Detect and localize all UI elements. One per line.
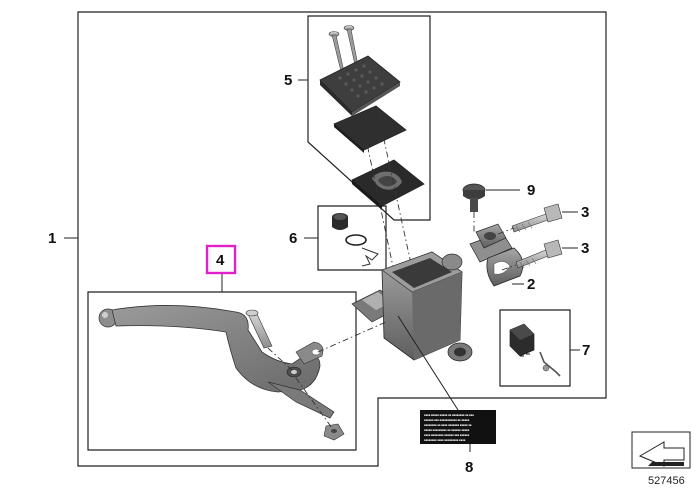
assembly-line-lever-1 [267,347,295,373]
lever-pivot-nut [323,423,345,441]
part-bolt-lower [515,239,563,269]
callout-7: 7 [582,342,590,359]
part-pad-set [319,25,425,210]
callout-5: 5 [284,72,292,89]
svg-text:■■■■ ■■■■■ ■■■■■ ■■ ■■■■■■■■ ■: ■■■■ ■■■■■ ■■■■■ ■■ ■■■■■■■■ ■■ ■■■ [424,414,474,417]
frame-cap-set [317,205,387,271]
reservoir-cover [319,55,401,116]
frame-pad-set [307,15,431,221]
svg-text:■■■■■ ■■■■■■■■■ ■■ ■■■■■■ ■■■■: ■■■■■ ■■■■■■■■■ ■■ ■■■■■■ ■■■■■ [424,429,470,432]
part-warning-label: ■■■■ ■■■■■ ■■■■■ ■■ ■■■■■■■■ ■■ ■■■ ■■■■… [420,410,496,444]
callout-1: 1 [48,230,56,247]
part-cap-set [332,213,379,267]
callout-8: 8 [465,459,473,476]
callout-6: 6 [289,230,297,247]
page-corner-arrow-icon [631,431,691,469]
part-brake-switch [509,323,561,377]
callout-4: 4 [216,252,225,269]
assembly-line-bolt-2 [501,264,517,271]
master-cylinder-body [351,231,513,362]
svg-text:■■■■■■■■ ■■■■ ■■■■■■■■■ ■■■■: ■■■■■■■■ ■■■■ ■■■■■■■■■ ■■■■ [424,439,466,442]
snap-ring [345,234,367,246]
frame-lever [87,291,357,451]
part-hand-lever [98,305,335,419]
svg-text:■■■■ ■■■■■■■■ ■■■■■■ ■■■ ■■■■■: ■■■■ ■■■■■■■■ ■■■■■■ ■■■ ■■■■■■ [424,434,470,437]
assembly-line-lever-3 [317,321,387,353]
bellows-cap [332,213,348,230]
assembly-line-bolt-1 [497,227,515,235]
part-rubber-plug [462,183,486,212]
frame-switch [499,309,571,387]
retaining-clip [361,247,379,267]
clamp-bush [475,223,507,249]
svg-text:■■■■■■ ■■■ ■■■■■■■■■■■ ■■ ■■■■: ■■■■■■ ■■■ ■■■■■■■■■■■ ■■ ■■■■■ [424,419,470,422]
assembly-line-lever-2 [295,377,333,429]
part-bolt-upper [511,203,563,233]
lever-pivot-bolt [245,309,273,349]
callout-4-highlight-box [205,244,237,275]
leader-8 [397,315,471,452]
callout-3-upper: 3 [581,204,589,221]
reservoir-diaphragm [351,159,425,210]
reservoir-plate [333,105,407,153]
main-frame [77,11,607,467]
callout-2: 2 [527,276,535,293]
svg-text:■■■■■■■■ ■■ ■■■■ ■■■■■■■ ■■■■■: ■■■■■■■■ ■■ ■■■■ ■■■■■■■ ■■■■■ ■■ [424,424,472,427]
assembly-line-lid-2 [377,111,419,297]
part-handlebar-clamp [486,247,524,287]
callout-3-lower: 3 [581,240,589,257]
callout-9: 9 [527,182,535,199]
document-number: 527456 [648,475,685,487]
